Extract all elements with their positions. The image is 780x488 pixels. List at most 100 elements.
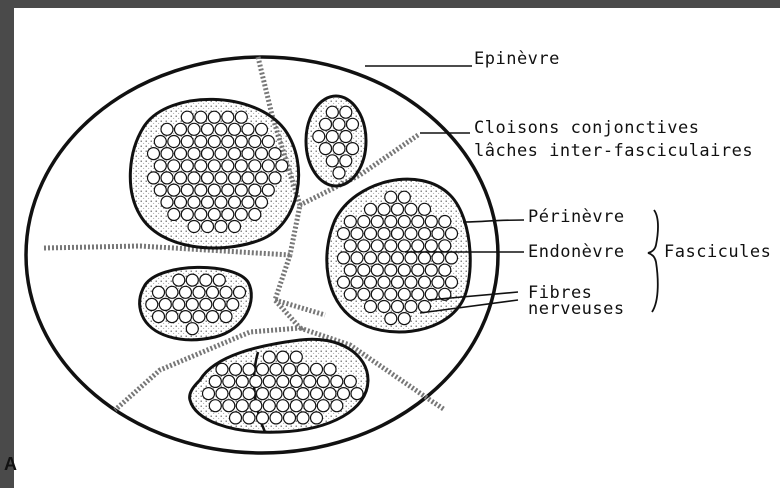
nerve-fiber: [181, 208, 193, 220]
nerve-fiber: [180, 286, 192, 298]
nerve-fiber: [215, 196, 227, 208]
nerve-fiber: [344, 240, 356, 252]
nerve-fiber: [412, 264, 424, 276]
nerve-fiber: [405, 252, 417, 264]
fascicle-upper-left: [130, 99, 298, 248]
nerve-fiber: [304, 375, 316, 387]
nerve-fiber: [200, 298, 212, 310]
nerve-fiber: [181, 136, 193, 148]
nerve-fiber: [392, 301, 404, 313]
nerve-fiber: [262, 184, 274, 196]
nerve-fiber: [175, 148, 187, 160]
nerve-fiber: [215, 148, 227, 160]
nerve-fiber: [432, 276, 444, 288]
nerve-fiber: [398, 288, 410, 300]
nerve-fiber: [269, 172, 281, 184]
nerve-fiber: [234, 286, 246, 298]
nerve-fiber: [209, 400, 221, 412]
nerve-fiber: [392, 228, 404, 240]
nerve-fiber: [439, 216, 451, 228]
nerve-fiber: [338, 252, 350, 264]
nerve-fiber: [229, 172, 241, 184]
nerve-fiber: [297, 412, 309, 424]
nerve-fiber: [242, 196, 254, 208]
nerve-fiber: [235, 208, 247, 220]
nerve-fiber: [235, 160, 247, 172]
nerve-fiber: [371, 288, 383, 300]
nerve-fiber: [263, 375, 275, 387]
label-perinevre: Périnèvre: [528, 207, 625, 227]
nerve-fiber: [432, 252, 444, 264]
nerve-fiber: [425, 288, 437, 300]
nerve-fiber: [340, 131, 352, 143]
nerve-fiber: [338, 228, 350, 240]
nerve-fiber: [378, 252, 390, 264]
nerve-fiber: [256, 123, 268, 135]
nerve-fiber: [161, 148, 173, 160]
nerve-fiber: [371, 216, 383, 228]
nerve-fiber: [405, 301, 417, 313]
nerve-fiber: [290, 375, 302, 387]
nerve-fiber: [385, 240, 397, 252]
label-cloisons-line1: Cloisons conjonctives: [474, 118, 699, 138]
nerve-fiber: [249, 136, 261, 148]
nerve-fiber: [223, 400, 235, 412]
nerve-fiber: [202, 123, 214, 135]
nerve-fiber: [270, 388, 282, 400]
nerve-fiber: [161, 196, 173, 208]
nerve-fiber: [340, 106, 352, 118]
nerve-fiber: [168, 160, 180, 172]
figure-corner-letter: A: [4, 454, 17, 474]
nerve-fiber: [186, 298, 198, 310]
nerve-fiber: [180, 311, 192, 323]
nerve-fiber: [181, 184, 193, 196]
nerve-fiber: [331, 400, 343, 412]
nerve-fiber: [425, 216, 437, 228]
nerve-fiber: [161, 172, 173, 184]
nerve-fiber: [405, 276, 417, 288]
nerve-fiber: [333, 143, 345, 155]
nerve-fiber: [195, 136, 207, 148]
nerve-fiber: [398, 313, 410, 325]
nerve-fiber: [175, 196, 187, 208]
nerve-fiber: [277, 375, 289, 387]
nerve-fiber: [154, 160, 166, 172]
nerve-fiber: [188, 221, 200, 233]
nerve-fiber: [371, 240, 383, 252]
nerve-fiber: [220, 311, 232, 323]
nerve-fiber: [256, 148, 268, 160]
nerve-fiber: [262, 160, 274, 172]
nerve-fiber: [326, 155, 338, 167]
nerve-fiber: [229, 123, 241, 135]
nerve-fiber: [195, 160, 207, 172]
nerve-fiber: [419, 276, 431, 288]
nerve-fiber: [365, 203, 377, 215]
nerve-fiber: [284, 363, 296, 375]
nerve-fiber: [419, 203, 431, 215]
nerve-fiber: [347, 143, 359, 155]
fascicules-brace: [648, 210, 658, 312]
nerve-fiber: [159, 298, 171, 310]
nerve-fiber: [146, 298, 158, 310]
nerve-fiber: [311, 412, 323, 424]
nerve-fiber: [351, 276, 363, 288]
nerve-fiber: [333, 167, 345, 179]
nerve-fiber: [195, 184, 207, 196]
nerve-fiber: [385, 313, 397, 325]
nerve-fiber: [405, 203, 417, 215]
nerve-fiber: [344, 216, 356, 228]
nerve-fiber: [148, 148, 160, 160]
nerve-fiber: [215, 123, 227, 135]
nerve-fiber: [229, 148, 241, 160]
nerve-fiber: [317, 400, 329, 412]
nerve-fiber: [153, 311, 165, 323]
nerve-fiber: [398, 240, 410, 252]
nerve-fiber: [324, 363, 336, 375]
nerve-fiber: [209, 375, 221, 387]
nerve-fiber: [208, 136, 220, 148]
fascicle-left-middle: [140, 267, 252, 339]
nerve-fiber: [412, 240, 424, 252]
nerve-fiber: [398, 191, 410, 203]
nerve-fiber: [284, 388, 296, 400]
nerve-fiber: [412, 288, 424, 300]
